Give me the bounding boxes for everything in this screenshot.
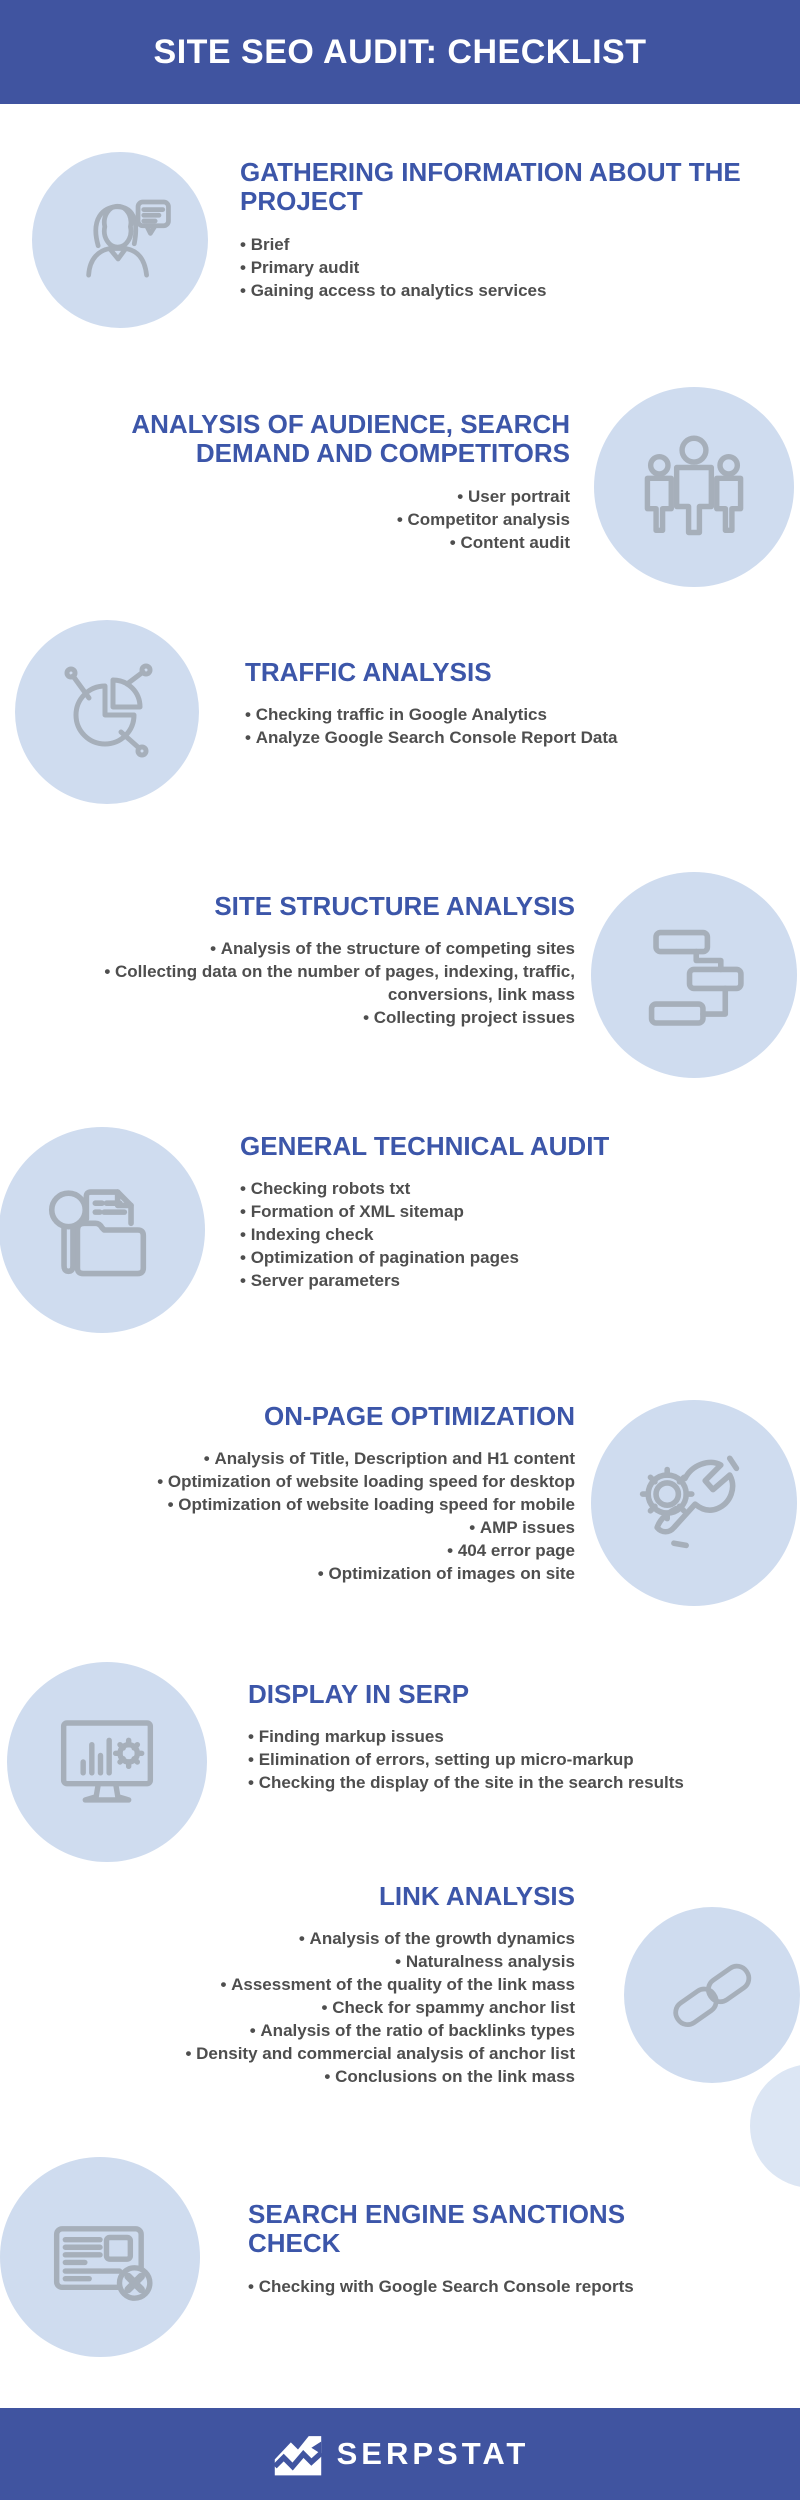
header-bar: SITE SEO AUDIT: CHECKLIST — [0, 0, 800, 104]
bullet-item: Assessment of the quality of the link ma… — [20, 1973, 575, 1996]
monitor-chart-icon — [60, 1720, 154, 1803]
bullet-item: Optimization of pagination pages — [240, 1246, 780, 1269]
bullet-item: Naturalness analysis — [20, 1950, 575, 1973]
chain-links-circle — [624, 1907, 800, 2083]
section-4: SITE STRUCTURE ANALYSIS Analysis of the s… — [20, 891, 575, 1029]
section-5: GENERAL TECHNICAL AUDIT Checking robots t… — [240, 1131, 780, 1292]
bullet-item: AMP issues — [20, 1516, 575, 1539]
bullet-item: Finding markup issues — [248, 1725, 788, 1748]
footer-bar: SERPSTAT — [0, 2408, 800, 2500]
decorative-circle — [750, 2064, 800, 2188]
person-chat-circle — [32, 152, 208, 328]
bullet-item: Analysis of the structure of competing s… — [20, 937, 575, 960]
chain-links-icon — [673, 1963, 752, 2027]
section-title: GATHERING INFORMATION ABOUT THE PROJECT — [240, 157, 741, 217]
page-error-icon — [53, 2226, 153, 2301]
wrench-gear-icon — [639, 1455, 740, 1549]
section-bullets: Analysis of Title, Description and H1 co… — [20, 1447, 575, 1585]
section-title: SITE STRUCTURE ANALYSIS — [214, 891, 575, 921]
section-8: LINK ANALYSIS Analysis of the growth dyna… — [20, 1881, 575, 2088]
bullet-item: Formation of XML sitemap — [240, 1200, 780, 1223]
bullet-item: Collecting data on the number of pages, … — [20, 960, 575, 1006]
bullet-item: Collecting project issues — [20, 1006, 575, 1029]
section-title: TRAFFIC ANALYSIS — [245, 657, 492, 687]
section-title: GENERAL TECHNICAL AUDIT — [240, 1131, 610, 1161]
bullet-item: Primary audit — [240, 256, 780, 279]
section-bullets: Analysis of the structure of competing s… — [20, 937, 575, 1029]
section-title: DISPLAY IN SERP — [248, 1679, 470, 1709]
bullet-item: Check for spammy anchor list — [20, 1996, 575, 2019]
section-bullets: Analysis of the growth dynamicsNaturalne… — [20, 1927, 575, 2088]
bullet-item: User portrait — [20, 485, 570, 508]
section-bullets: User portraitCompetitor analysisContent … — [20, 485, 571, 554]
bullet-item: Optimization of website loading speed fo… — [20, 1470, 575, 1493]
bullet-item: Analyze Google Search Console Report Dat… — [245, 726, 780, 749]
section-9: SEARCH ENGINE SANCTIONS CHECK Checking wi… — [248, 2199, 708, 2298]
site-structure-circle — [591, 872, 797, 1078]
section-3: TRAFFIC ANALYSIS Checking traffic in Goog… — [245, 657, 780, 749]
page-error-circle — [0, 2157, 200, 2357]
section-bullets: Checking with Google Search Console repo… — [248, 2275, 708, 2298]
bullet-item: Optimization of website loading speed fo… — [20, 1493, 575, 1516]
site-structure-icon — [648, 929, 744, 1026]
bullet-item: Analysis of the growth dynamics — [20, 1927, 575, 1950]
serpstat-logo-icon — [272, 2436, 323, 2476]
bullet-item: Checking traffic in Google Analytics — [245, 703, 780, 726]
section-bullets: BriefPrimary auditGaining access to anal… — [240, 233, 780, 302]
search-documents-icon — [48, 1189, 147, 1277]
pie-chart-circle — [15, 620, 199, 804]
search-documents-circle — [0, 1127, 205, 1333]
people-group-circle — [594, 387, 794, 587]
section-bullets: Finding markup issuesElimination of erro… — [248, 1725, 788, 1794]
section-7: DISPLAY IN SERP Finding markup issuesElim… — [248, 1679, 788, 1794]
section-6: ON-PAGE OPTIMIZATION Analysis of Title, D… — [20, 1401, 575, 1585]
bullet-item: Density and commercial analysis of ancho… — [20, 2042, 575, 2065]
section-2: ANALYSIS OF AUDIENCE, SEARCH DEMAND AND … — [20, 409, 571, 554]
wrench-gear-circle — [591, 1400, 797, 1606]
bullet-item: Server parameters — [240, 1269, 780, 1292]
monitor-chart-circle — [7, 1662, 207, 1862]
bullet-item: Analysis of the ratio of backlinks types — [20, 2019, 575, 2042]
section-title: LINK ANALYSIS — [379, 1881, 575, 1911]
section-bullets: Checking robots txtFormation of XML site… — [240, 1177, 780, 1292]
pie-chart-icon — [64, 663, 153, 758]
section-title: ON-PAGE OPTIMIZATION — [263, 1401, 575, 1431]
section-title: SEARCH ENGINE SANCTIONS CHECK — [248, 2199, 626, 2259]
bullet-item: Analysis of Title, Description and H1 co… — [20, 1447, 575, 1470]
people-group-icon — [644, 435, 744, 536]
bullet-item: Elimination of errors, setting up micro-… — [248, 1748, 788, 1771]
section-bullets: Checking traffic in Google AnalyticsAnal… — [245, 703, 780, 749]
bullet-item: Content audit — [20, 531, 570, 554]
section-title: ANALYSIS OF AUDIENCE, SEARCH DEMAND AND … — [131, 409, 570, 469]
bullet-item: Optimization of images on site — [20, 1562, 575, 1585]
bullet-item: 404 error page — [20, 1539, 575, 1562]
bullet-item: Gaining access to analytics services — [240, 279, 780, 302]
bullet-item: Conclusions on the link mass — [20, 2065, 575, 2088]
page-title: SITE SEO AUDIT: CHECKLIST — [153, 32, 647, 71]
brand-name: SERPSTAT — [336, 2436, 530, 2471]
bullet-item: Brief — [240, 233, 780, 256]
person-chat-icon — [86, 199, 171, 278]
bullet-item: Checking robots txt — [240, 1177, 780, 1200]
section-1: GATHERING INFORMATION ABOUT THE PROJECT B… — [240, 157, 780, 302]
bullet-item: Checking the display of the site in the … — [248, 1771, 788, 1794]
bullet-item: Competitor analysis — [20, 508, 571, 531]
bullet-item: Checking with Google Search Console repo… — [248, 2275, 708, 2298]
bullet-item: Indexing check — [240, 1223, 780, 1246]
